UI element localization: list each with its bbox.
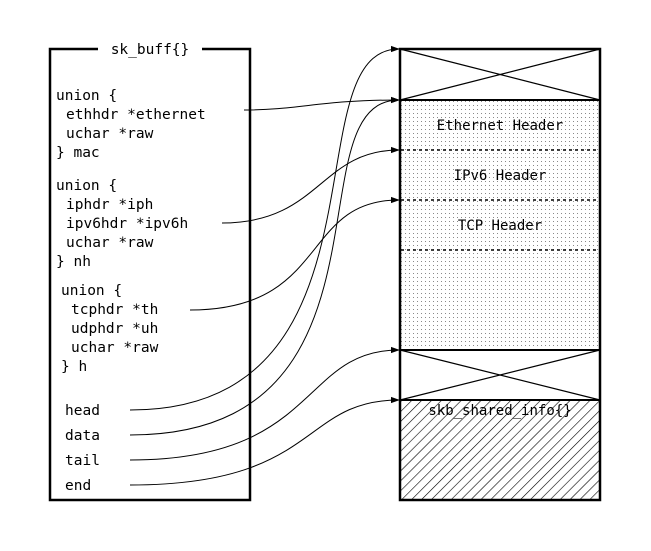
pointer-data: data	[65, 428, 100, 444]
h-field-raw: uchar *raw	[71, 340, 159, 356]
nh-union: union { iphdr *iph ipv6hdr *ipv6h uchar …	[56, 178, 188, 270]
nh-union-close: } nh	[56, 254, 91, 270]
sk-buff-struct-box: sk_buff{} union { ethhdr *ethernet uchar…	[48, 41, 252, 502]
pointer-end: end	[65, 478, 91, 494]
h-union-close: } h	[61, 359, 87, 375]
tcp-header-label: TCP Header	[458, 218, 542, 234]
h-union-open: union {	[61, 283, 122, 299]
mac-union: union { ethhdr *ethernet uchar *raw } ma…	[56, 88, 206, 161]
buffer-border	[398, 47, 602, 502]
struct-title-bg	[98, 41, 202, 57]
arrow-tail	[129, 346, 400, 461]
nh-field-ipv6h: ipv6hdr *ipv6h	[66, 216, 188, 232]
shared-info-block	[400, 400, 600, 500]
packet-data-area	[400, 100, 600, 350]
pointer-arrows	[129, 45, 400, 486]
pointer-head: head	[65, 403, 100, 419]
arrow-mac-to-ethernet	[243, 96, 400, 111]
struct-border	[48, 47, 252, 502]
arrow-h-to-tcp	[189, 196, 400, 311]
mac-field-ethernet: ethhdr *ethernet	[66, 107, 206, 123]
nh-field-raw: uchar *raw	[66, 235, 154, 251]
mac-union-close: } mac	[56, 145, 100, 161]
packet-buffer: Ethernet Header IPv6 Header TCP Header s…	[398, 47, 602, 502]
headroom-cross-b	[399, 48, 601, 101]
pointer-tail: tail	[65, 453, 100, 469]
struct-title: sk_buff{}	[111, 42, 190, 58]
h-field-uh: udphdr *uh	[71, 321, 158, 337]
h-union: union { tcphdr *th udphdr *uh uchar *raw…	[61, 283, 159, 375]
mac-field-raw: uchar *raw	[66, 126, 154, 142]
tailroom-block	[399, 349, 601, 401]
mac-union-open: union {	[56, 88, 117, 104]
arrow-end	[129, 396, 400, 486]
tailroom-cross-b	[399, 349, 601, 401]
headroom-block	[399, 48, 601, 101]
nh-field-iph: iphdr *iph	[66, 197, 153, 213]
arrow-nh-to-ipv6	[221, 146, 400, 224]
shared-info-label: skb_shared_info{}	[428, 403, 571, 419]
arrow-head	[129, 45, 400, 411]
h-field-th: tcphdr *th	[71, 302, 158, 318]
nh-union-open: union {	[56, 178, 117, 194]
arrow-data	[129, 96, 400, 436]
pointer-fields: head data tail end	[65, 403, 100, 494]
ipv6-header-label: IPv6 Header	[454, 168, 547, 184]
ethernet-header-label: Ethernet Header	[437, 118, 563, 134]
